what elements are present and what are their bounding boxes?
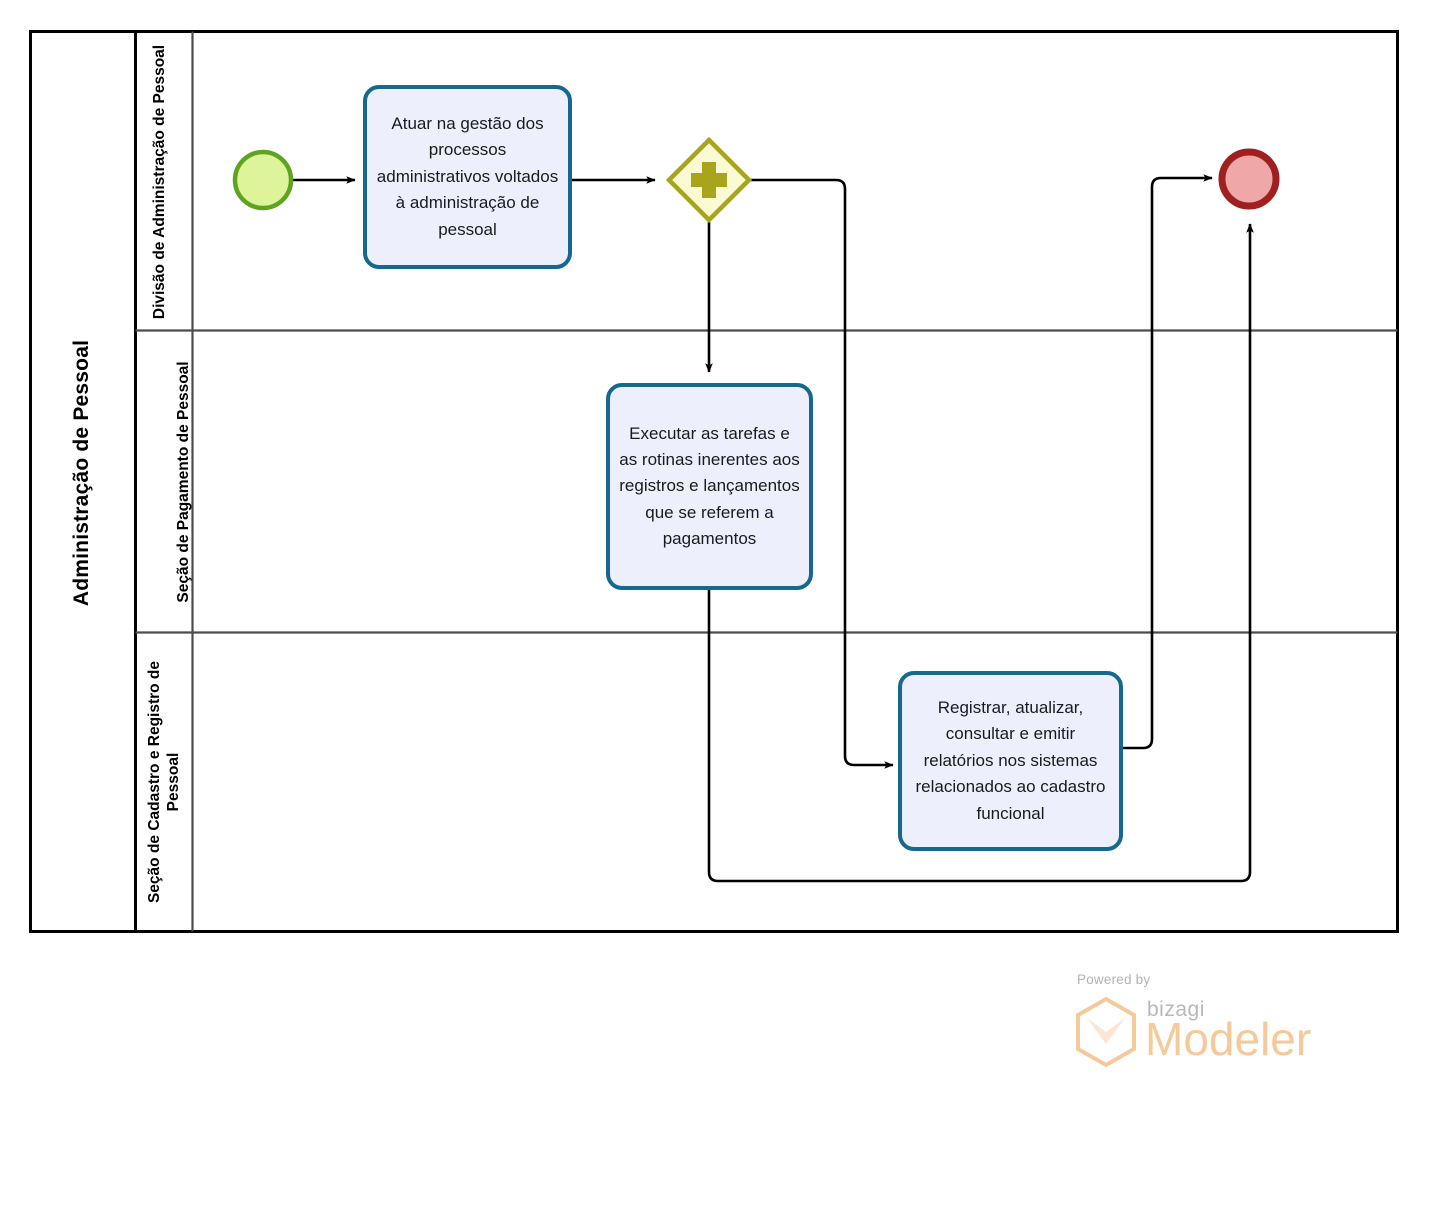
powered-by-label: Powered by — [1077, 972, 1151, 987]
start-event-circle — [232, 149, 294, 211]
lane-2-title-text: Seção de Pagamento de Pessoal — [175, 361, 193, 603]
task-box — [363, 85, 572, 269]
lane-1-title: Divisão de Administração de Pessoal — [151, 44, 169, 320]
task-label: Registrar, atualizar, consultar e emitir… — [915, 698, 1111, 823]
bizagi-branding: Powered by bizagi Modeler — [1073, 972, 1343, 1072]
task-box — [606, 383, 813, 590]
end-event[interactable] — [1218, 148, 1280, 210]
task-executar-tarefas-pagamentos[interactable]: Executar as tarefas e as rotinas inerent… — [606, 383, 813, 590]
task-label: Executar as tarefas e as rotinas inerent… — [619, 423, 800, 549]
task-registrar-cadastro-funcional[interactable]: Registrar, atualizar, consultar e emitir… — [898, 671, 1123, 851]
end-event-circle — [1218, 148, 1280, 210]
lane-secao-de-cadastro-e-registro-de-pessoal[interactable]: Seção de Cadastro e Registro de Pessoal — [140, 632, 194, 932]
flow-task2-to-end[interactable] — [707, 223, 1254, 883]
lane-secao-de-pagamento-de-pessoal[interactable]: Seção de Pagamento de Pessoal — [135, 330, 1398, 634]
parallel-gateway[interactable] — [665, 136, 753, 224]
hexagon-inner-fold — [1087, 1018, 1125, 1044]
pool-title-text: Administração de Pessoal — [69, 339, 93, 607]
task-label-wrap: Registrar, atualizar, consultar e emitir… — [915, 698, 1111, 823]
lane-divisao-de-administracao-de-pessoal[interactable]: Divisão de Administração de Pessoal — [135, 31, 1398, 332]
task-label: Atuar na gestão dos processos administra… — [376, 114, 563, 239]
start-event[interactable] — [232, 149, 294, 211]
bizagi-hexagon-logo — [1073, 996, 1139, 1068]
parallel-plus-icon — [691, 162, 727, 198]
task-box — [898, 671, 1123, 851]
lane-1-title-text: Divisão de Administração de Pessoal — [151, 44, 169, 320]
task-label-wrap: Executar as tarefas e as rotinas inerent… — [619, 423, 800, 549]
pool-title: Administração de Pessoal — [69, 339, 93, 607]
task-atuar-na-gestao[interactable]: Atuar na gestão dos processos administra… — [363, 85, 572, 269]
flow-gateway-to-task3[interactable] — [748, 178, 894, 769]
flow-task3-to-end[interactable] — [1121, 174, 1213, 750]
bizagi-wordmark: bizagi — [1147, 998, 1205, 1021]
task-label-wrap: Atuar na gestão dos processos administra… — [376, 114, 563, 239]
sequence-flow-layer — [292, 174, 1254, 883]
hexagon-icon — [1076, 996, 1136, 1068]
lane-3-title-text: Seção de Cadastro e Registro de Pessoal — [145, 656, 182, 904]
lane-2-title: Seção de Pagamento de Pessoal — [175, 361, 193, 603]
modeler-wordmark: Modeler — [1145, 1013, 1312, 1065]
lane-3-title: Seção de Cadastro e Registro de Pessoal — [145, 656, 182, 904]
